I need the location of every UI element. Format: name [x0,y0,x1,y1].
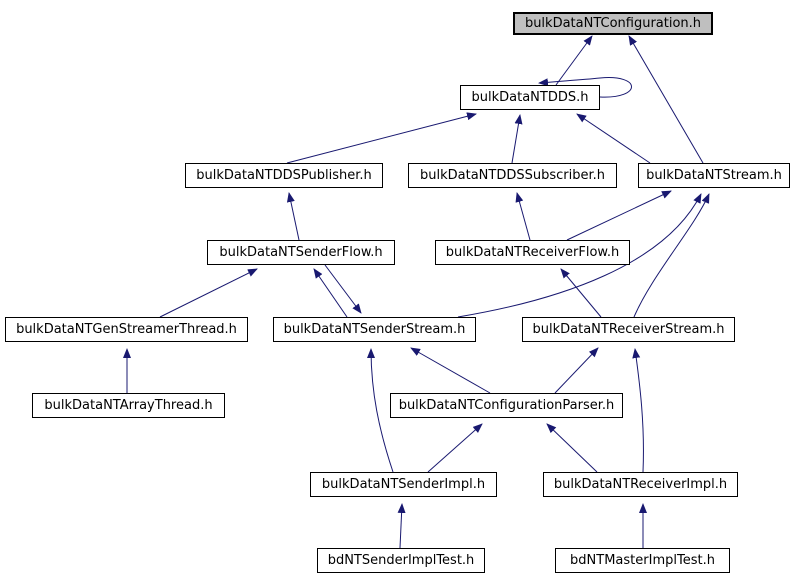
node-bulk-data-nt-dds[interactable]: bulkDataNTDDS.h [460,85,600,110]
node-bulk-data-nt-sender-flow[interactable]: bulkDataNTSenderFlow.h [207,240,395,265]
edge-receiverimpl-to-receiverstream [632,348,644,473]
edge-genstreamerthread-to-senderflow [159,268,258,318]
edge-dds-self-loop [538,77,632,98]
node-bulk-data-nt-sender-stream[interactable]: bulkDataNTSenderStream.h [273,317,476,342]
edge-dds-to-config [555,35,593,86]
edge-senderflow-to-senderstream [324,264,362,314]
node-bd-nt-master-impl-test[interactable]: bdNTMasterImplTest.h [555,548,730,573]
node-bulk-data-nt-dds-publisher[interactable]: bulkDataNTDDSPublisher.h [185,163,383,188]
node-bulk-data-nt-configuration-parser[interactable]: bulkDataNTConfigurationParser.h [390,393,623,418]
edge-sendertest-to-senderimpl [397,503,406,549]
node-bulk-data-nt-sender-impl[interactable]: bulkDataNTSenderImpl.h [310,472,497,497]
edge-senderstream-to-senderflow [313,268,348,318]
edge-ddssubscriber-to-dds [511,114,523,164]
node-bulk-data-nt-stream[interactable]: bulkDataNTStream.h [638,163,790,188]
node-bulk-data-nt-array-thread[interactable]: bulkDataNTArrayThread.h [32,393,225,418]
edge-parser-to-senderstream [410,347,491,394]
edge-receiverflow-to-stream [566,190,672,241]
node-bulk-data-nt-receiver-stream[interactable]: bulkDataNTReceiverStream.h [522,317,735,342]
edge-receiverstream-to-receiverflow [560,268,602,318]
node-bulk-data-nt-receiver-impl[interactable]: bulkDataNTReceiverImpl.h [543,472,738,497]
node-bulk-data-nt-receiver-flow[interactable]: bulkDataNTReceiverFlow.h [435,240,630,265]
edge-ddspublisher-to-dds [286,112,477,164]
edge-stream-to-config [628,35,704,164]
edge-receiverimpl-to-parser [546,423,598,473]
edge-senderimpl-to-parser [427,423,483,473]
edge-parser-to-receiverstream [554,347,599,394]
node-bulk-data-nt-dds-subscriber[interactable]: bulkDataNTDDSSubscriber.h [408,163,617,188]
edge-receiverflow-to-ddssubscriber [515,192,531,241]
edge-stream-to-dds [576,113,651,164]
node-bulk-data-nt-configuration[interactable]: bulkDataNTConfiguration.h [513,12,713,35]
edge-senderimpl-to-senderstream [367,348,394,473]
node-bd-nt-sender-impl-test[interactable]: bdNTSenderImplTest.h [317,548,485,573]
edge-senderstream-to-stream [457,193,702,318]
edge-receiverstream-to-stream [633,193,710,318]
edge-senderflow-to-ddspublisher [286,192,300,241]
node-bulk-data-nt-gen-streamer-thread[interactable]: bulkDataNTGenStreamerThread.h [5,317,248,342]
